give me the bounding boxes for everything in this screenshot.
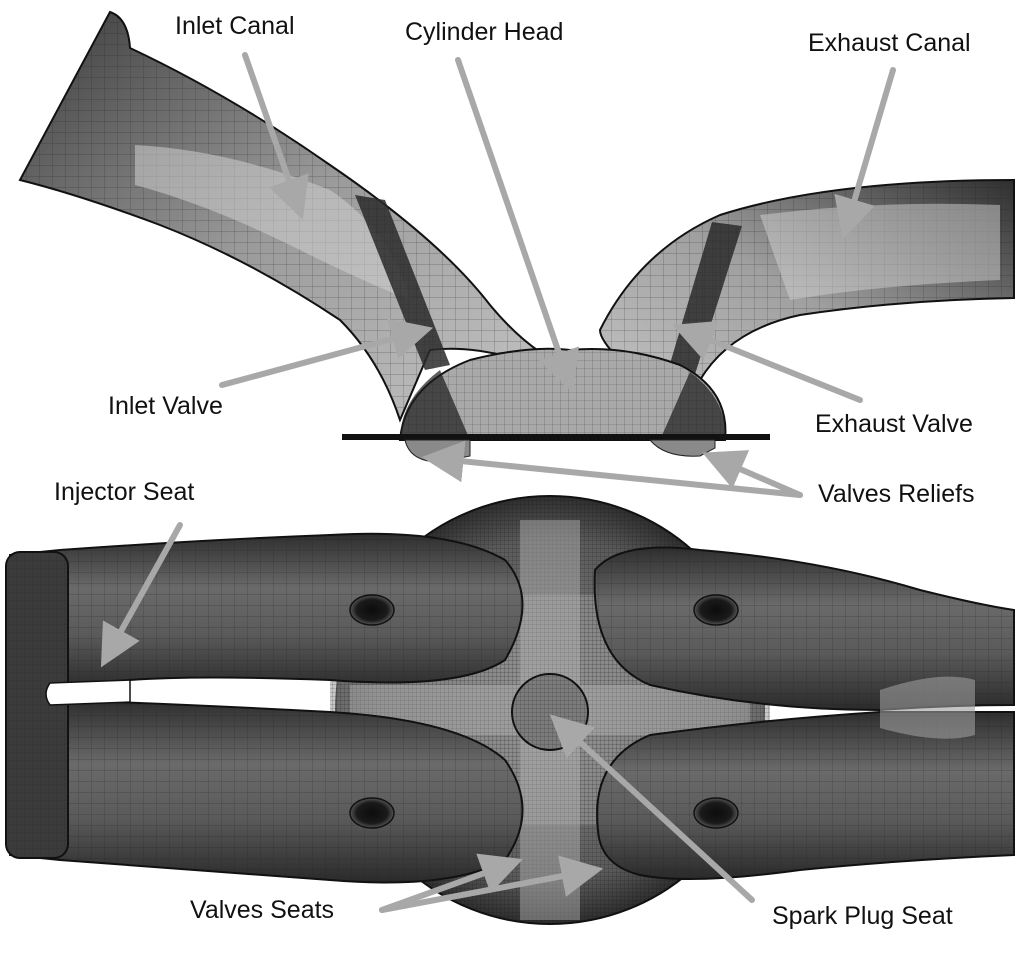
label-spark-plug-seat: Spark Plug Seat [772,902,953,930]
leader-exhaust-valve [672,320,863,403]
exhaust-valve-hole-upper [693,594,739,626]
leader-inlet-canal [242,52,309,220]
exhaust-valve-hole-lower [693,797,739,829]
injector-slot [45,679,131,706]
leader-injector-seat [100,522,183,668]
label-injector-seat: Injector Seat [54,478,195,506]
cylinder-plane-line [342,434,770,440]
label-exhaust-valve: Exhaust Valve [815,410,973,438]
leader-valves-seats-a [379,853,523,913]
label-valves-seats: Valves Seats [190,896,335,924]
label-inlet-valve: Inlet Valve [108,392,223,420]
leader-spark-plug-seat [549,714,755,903]
leader-valves-reliefs-b [702,450,803,498]
label-valves-reliefs: Valves Reliefs [818,480,975,508]
inlet-valve-hole-upper [349,594,395,626]
leader-valves-reliefs-a [421,440,803,498]
inlet-valve-hole-lower [349,797,395,829]
leader-inlet-valve [219,318,434,388]
exhaust-valve-relief [648,439,716,457]
leader-lines [100,52,896,913]
top-view [5,495,1015,925]
label-inlet-canal: Inlet Canal [175,12,295,40]
label-exhaust-canal: Exhaust Canal [808,29,971,57]
leader-exhaust-canal [834,67,896,241]
label-cylinder-head: Cylinder Head [405,18,564,46]
leader-cylinder-head [455,57,579,393]
leader-valves-seats-b [379,855,604,913]
